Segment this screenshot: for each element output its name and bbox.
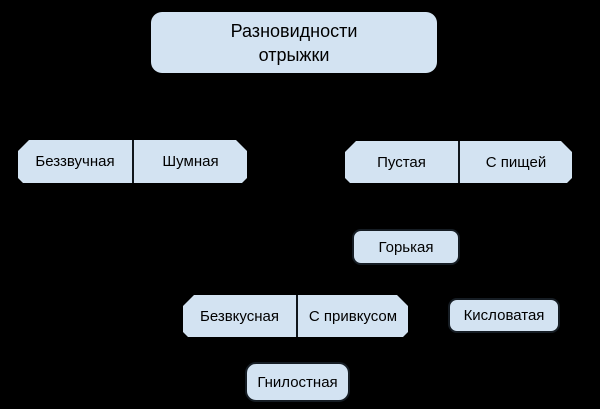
node-bitter: Горькая — [352, 229, 460, 265]
node-tasteless: Безвкусная — [199, 307, 279, 325]
node-silent: Беззвучная — [35, 153, 115, 170]
node-putrid: Гнилостная — [245, 362, 350, 402]
node-with-aftertaste: С привкусом — [296, 295, 408, 337]
pair-content-nodes: Пустая С пищей — [345, 141, 572, 183]
node-sourish: Кисловатая — [448, 298, 560, 333]
node-empty: Пустая — [377, 153, 426, 171]
title-node: Разновидности отрыжки — [151, 12, 437, 73]
pair-taste-nodes: Безвкусная С привкусом — [183, 295, 408, 337]
node-with-food: С пищей — [458, 141, 572, 183]
pair-sound-nodes: Беззвучная Шумная — [18, 140, 247, 183]
node-noisy: Шумная — [132, 140, 247, 183]
